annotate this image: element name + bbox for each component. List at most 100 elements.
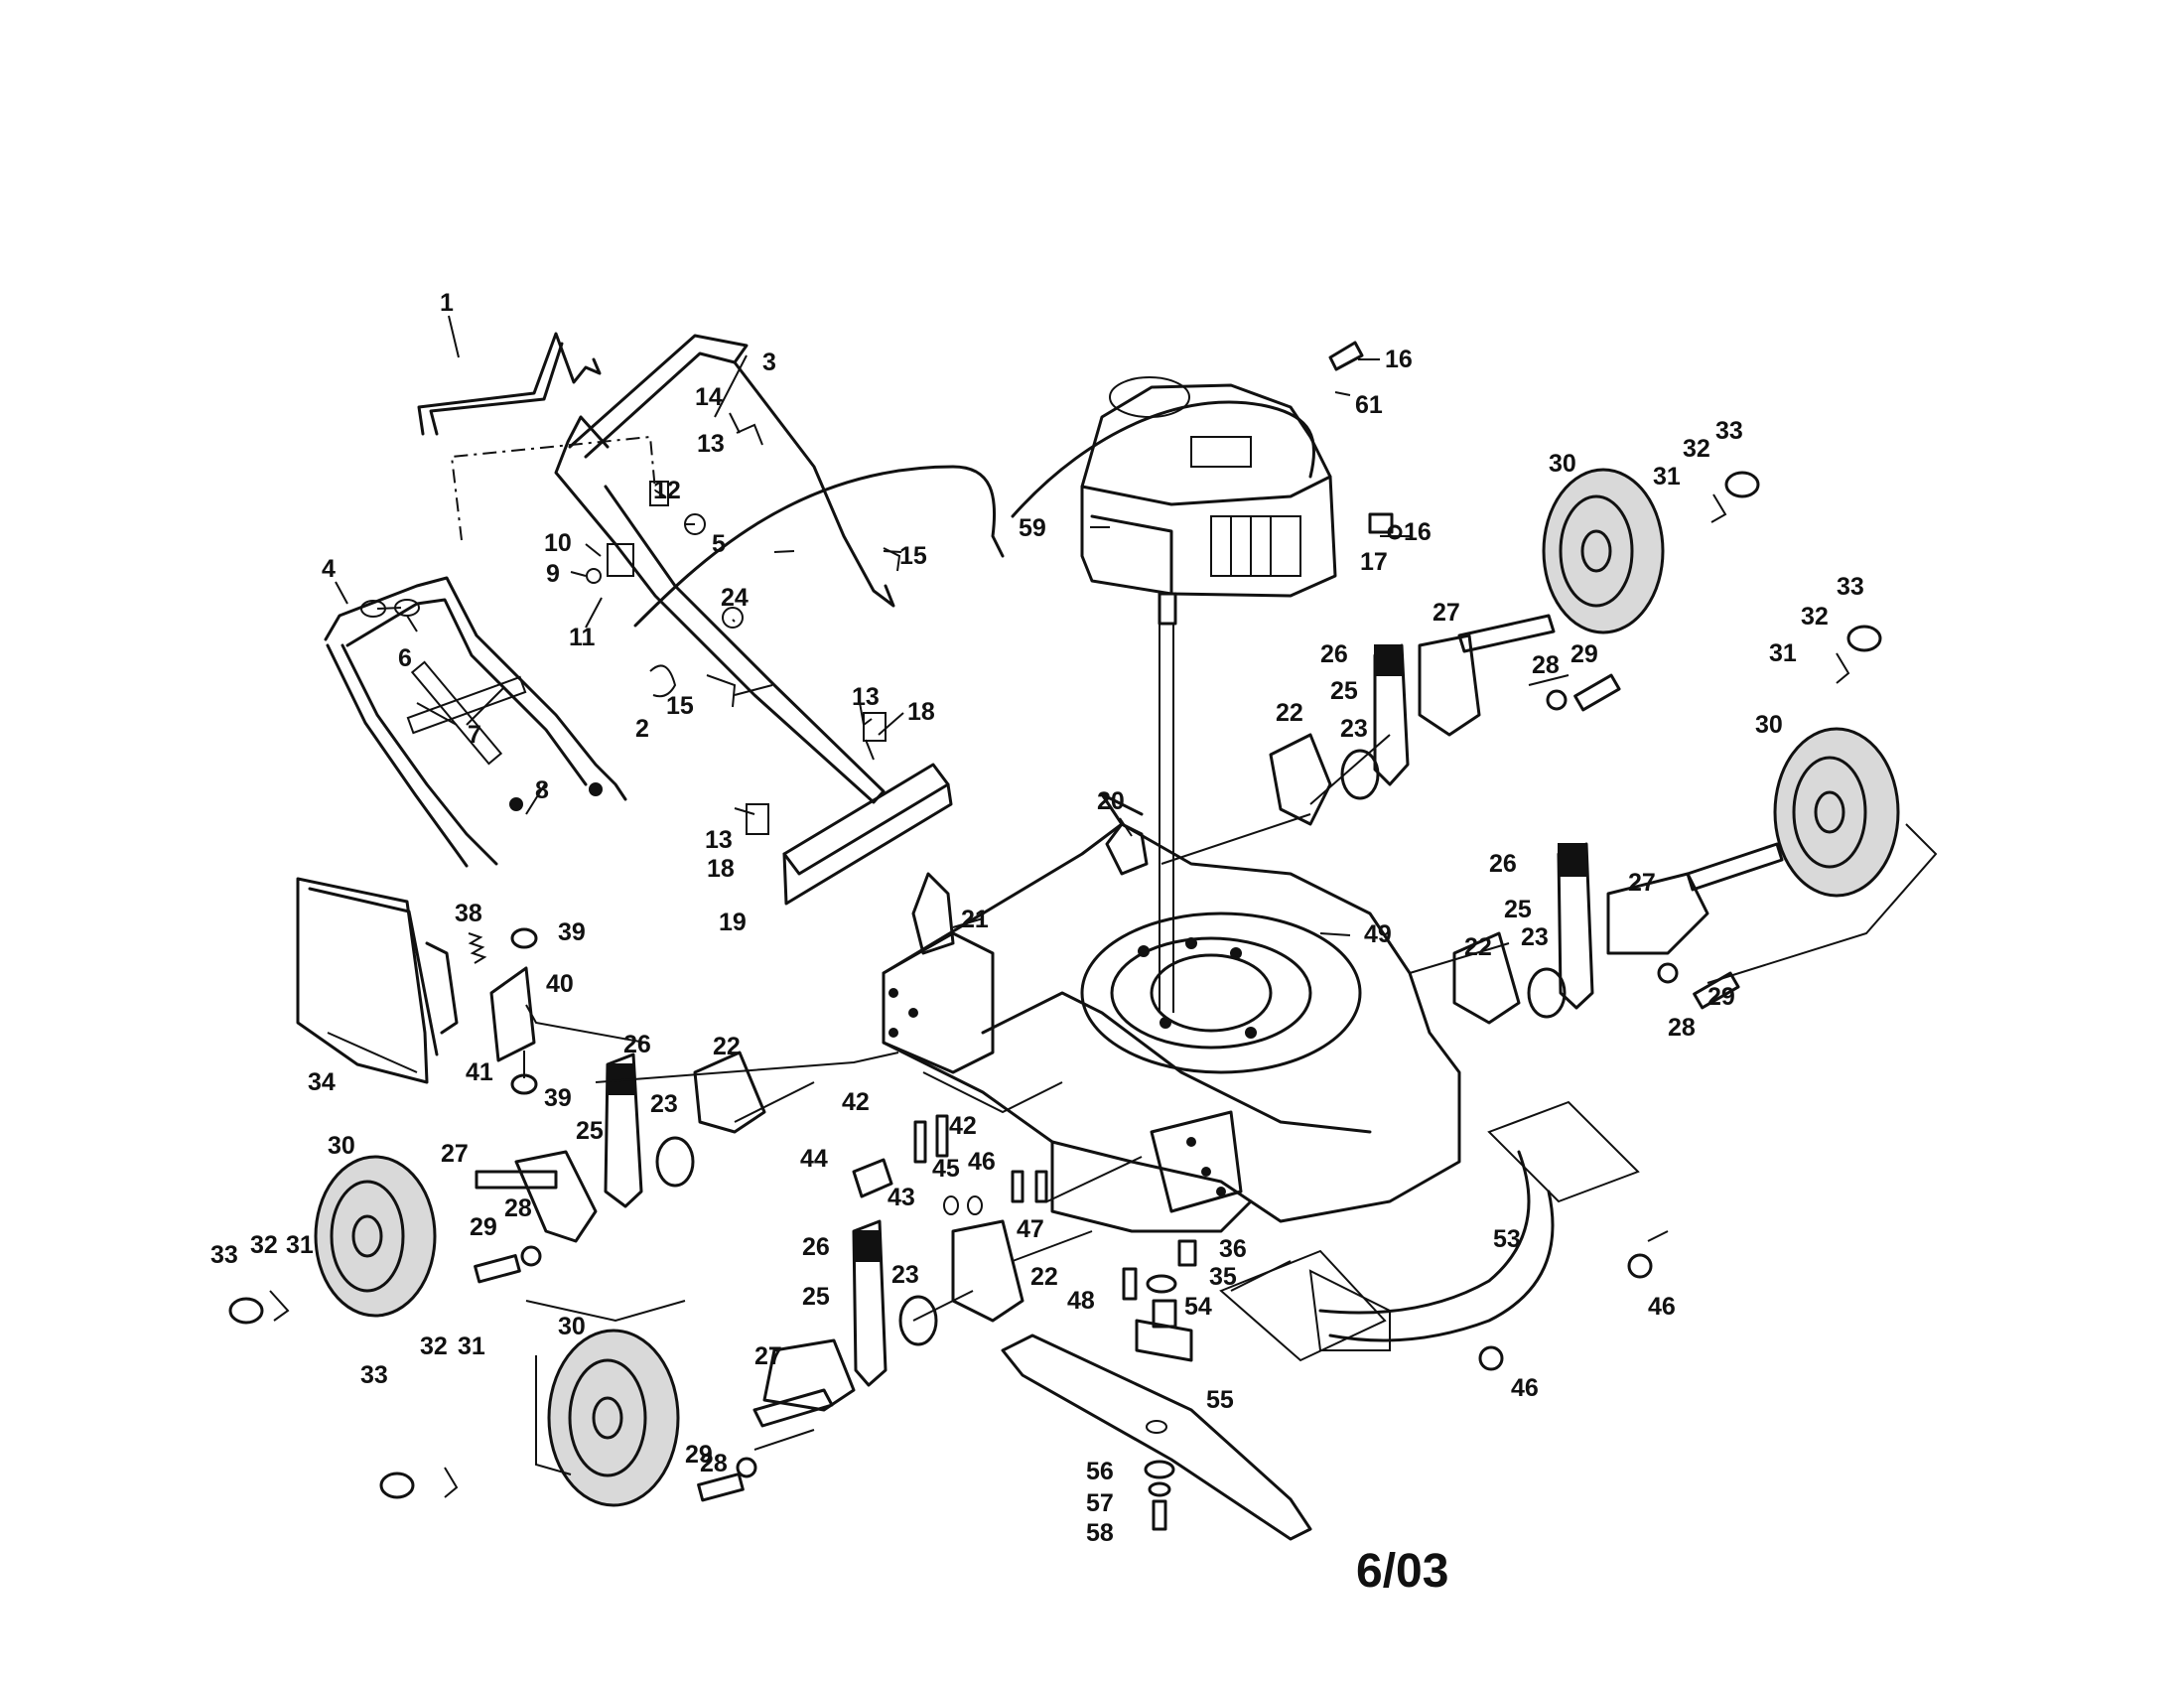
callout-16-lower: 16	[1404, 518, 1432, 546]
callout-46-right: 46	[1648, 1293, 1676, 1321]
callout-33-rear-right: 33	[1715, 417, 1743, 445]
callout-1: 1	[440, 289, 454, 317]
callout-23-rear-left: 23	[891, 1261, 919, 1289]
callout-2: 2	[635, 715, 649, 743]
callout-10: 10	[544, 529, 572, 557]
callout-31-front-left: 31	[286, 1231, 314, 1259]
callout-40: 40	[546, 970, 574, 998]
assembly-guides	[525, 674, 1938, 1475]
callout-23-rear-right: 23	[1340, 715, 1368, 743]
callout-7: 7	[468, 721, 481, 749]
callout-29-rear-left: 29	[685, 1441, 713, 1469]
callout-33-front-right: 33	[1837, 573, 1864, 601]
hub-caps	[228, 471, 1882, 1499]
callout-15-upper: 15	[899, 542, 927, 570]
callout-15-lower: 15	[666, 692, 694, 720]
wheel-front-right	[1773, 727, 1900, 898]
callout-12: 12	[653, 477, 681, 504]
deck-side-bracket	[1150, 1110, 1243, 1213]
callout-26-rear-right: 26	[1320, 640, 1348, 668]
height-adjuster-front-right	[1452, 842, 1784, 1025]
callout-19: 19	[719, 909, 747, 936]
callout-32-front-left: 32	[250, 1231, 278, 1259]
axle-bolts	[474, 673, 1740, 1502]
callout-25-rear-right: 25	[1330, 677, 1358, 705]
callout-21: 21	[961, 906, 989, 933]
engine	[1080, 376, 1337, 626]
callout-41: 41	[466, 1058, 493, 1086]
callout-27-rear-left: 27	[754, 1342, 782, 1370]
callout-28-rear-right: 28	[1532, 651, 1560, 679]
bracket-20	[1105, 822, 1149, 876]
callout-25-front-left: 25	[576, 1117, 604, 1145]
callout-30-front-right: 30	[1755, 711, 1783, 739]
callout-30-rear-left: 30	[558, 1313, 586, 1340]
nut-46a	[1627, 1253, 1653, 1279]
callout-27-rear-right: 27	[1433, 599, 1460, 627]
height-adjuster-rear-left	[752, 1219, 1024, 1428]
callout-18-lower: 18	[707, 855, 735, 883]
callout-leaders	[335, 315, 1410, 936]
callout-30-front-left: 30	[328, 1132, 355, 1160]
callout-31-rear-left: 31	[458, 1333, 485, 1360]
upper-handle	[450, 334, 895, 804]
callout-11: 11	[569, 624, 596, 651]
callout-57: 57	[1086, 1489, 1114, 1517]
callout-49: 49	[1364, 920, 1392, 948]
callout-28-front-right: 28	[1668, 1014, 1696, 1042]
mower-blade	[1001, 1333, 1312, 1541]
callout-46-lower: 46	[1511, 1374, 1539, 1402]
callout-32-rear-left: 32	[420, 1333, 448, 1360]
callout-16-upper: 16	[1385, 346, 1413, 373]
callout-24: 24	[721, 584, 749, 612]
callout-27-front-left: 27	[441, 1140, 469, 1168]
callout-8: 8	[535, 776, 549, 804]
callout-27-front-right: 27	[1628, 869, 1656, 897]
callout-33-front-left: 33	[210, 1241, 238, 1269]
callout-44: 44	[800, 1145, 828, 1173]
bracket-21	[911, 872, 955, 955]
callout-22-front-right: 22	[1464, 933, 1492, 961]
callout-14: 14	[695, 383, 723, 411]
callout-9: 9	[546, 560, 560, 588]
callout-22-rear-right: 22	[1276, 699, 1303, 727]
callout-30-rear-right: 30	[1549, 450, 1576, 478]
callout-43: 43	[887, 1184, 915, 1211]
callout-61: 61	[1355, 391, 1383, 419]
callout-20: 20	[1097, 787, 1125, 815]
grass-bag-frame	[296, 877, 459, 1084]
control-cable	[633, 465, 1005, 628]
rear-deflector	[746, 712, 953, 906]
callout-17: 17	[1360, 548, 1388, 576]
callout-47: 47	[1017, 1215, 1044, 1243]
callout-48: 48	[1067, 1287, 1095, 1315]
callout-38: 38	[455, 900, 482, 927]
callout-18-upper: 18	[907, 698, 935, 726]
wheel-rear-right	[1542, 468, 1665, 634]
callout-53: 53	[1493, 1225, 1521, 1253]
callout-32-front-right: 32	[1801, 603, 1829, 631]
callout-58: 58	[1086, 1519, 1114, 1547]
callout-39-upper: 39	[558, 918, 586, 946]
callout-25-rear-left: 25	[802, 1283, 830, 1311]
callout-26-front-left: 26	[623, 1031, 651, 1058]
lower-handle	[324, 576, 627, 868]
callout-42-right: 42	[949, 1112, 977, 1140]
callout-31-front-right: 31	[1769, 639, 1797, 667]
callout-23-front-left: 23	[650, 1090, 678, 1118]
callout-26-front-right: 26	[1489, 850, 1517, 878]
callout-54: 54	[1184, 1293, 1212, 1321]
callout-59: 59	[1019, 514, 1046, 542]
callout-42-left: 42	[842, 1088, 870, 1116]
callout-5: 5	[712, 530, 726, 558]
callout-36: 36	[1219, 1235, 1247, 1263]
callout-29-rear-right: 29	[1570, 640, 1598, 668]
callout-29-front-right: 29	[1707, 983, 1735, 1011]
callout-4: 4	[322, 555, 336, 583]
callout-39-lower: 39	[544, 1084, 572, 1112]
callout-29-front-left: 29	[470, 1213, 497, 1241]
height-adjuster-rear-right	[1269, 614, 1556, 826]
callout-33-rear-left: 33	[360, 1361, 388, 1389]
